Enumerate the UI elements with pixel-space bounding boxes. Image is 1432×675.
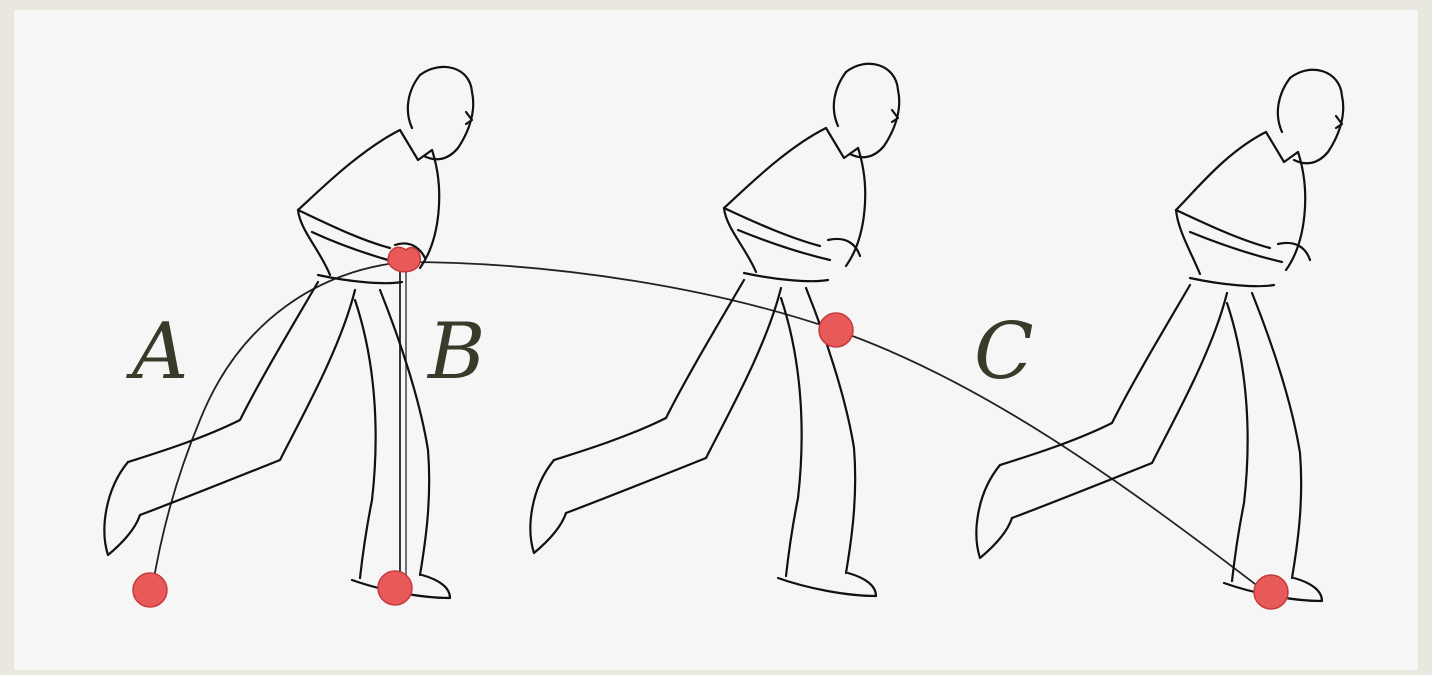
- path-c: [404, 262, 1268, 594]
- ball-b: [378, 571, 412, 605]
- label-b: B: [426, 307, 485, 397]
- label-c: C: [974, 307, 1034, 397]
- ball-in-hand: [388, 247, 420, 271]
- ball-midair: [819, 313, 853, 347]
- ball-a: [133, 573, 167, 607]
- path-a: [152, 262, 404, 590]
- label-a: A: [126, 307, 188, 397]
- ball-c: [1254, 575, 1288, 609]
